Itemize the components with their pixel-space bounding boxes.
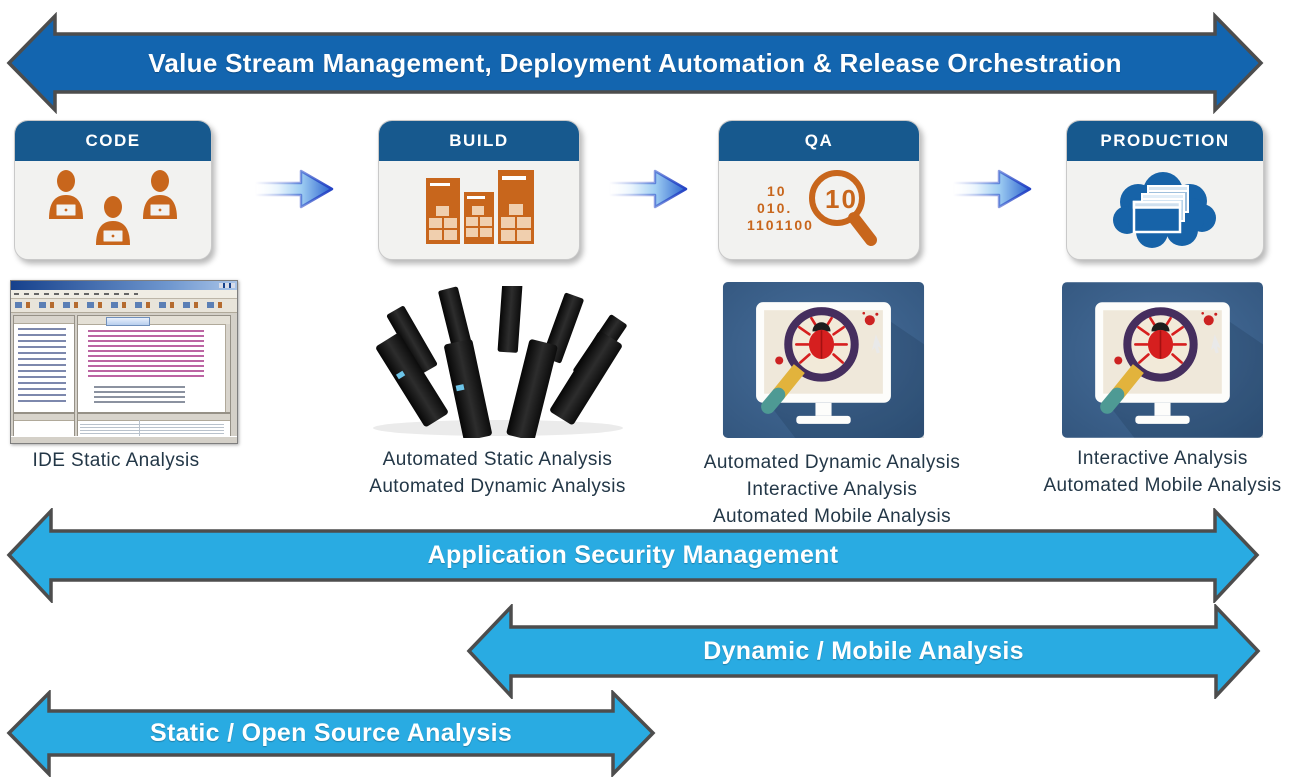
caption-line: Automated Dynamic Analysis	[369, 476, 626, 497]
caption-line: Automated Static Analysis	[382, 449, 613, 470]
value-stream-arrow: Value Stream Management, Deployment Auto…	[6, 12, 1264, 114]
qa-binary-line: 010.	[757, 200, 792, 216]
caption-line: Automated Mobile Analysis	[1043, 475, 1282, 496]
caption-line: Interactive Analysis	[1077, 448, 1248, 469]
dynamic-mobile-analysis-arrow: Dynamic / Mobile Analysis	[466, 604, 1261, 699]
arrow-right-icon	[253, 169, 334, 209]
production-cloud-icon	[1113, 171, 1216, 248]
server-cluster-image	[373, 286, 627, 438]
caption-line: Interactive Analysis	[746, 479, 918, 500]
static-open-source-analysis-arrow: Static / Open Source Analysis	[6, 690, 656, 777]
developers-icon	[49, 169, 177, 245]
application-security-management-arrow: Application Security Management	[6, 508, 1260, 603]
stage-title: BUILD	[449, 131, 509, 150]
double-arrow-shape	[6, 690, 656, 777]
arrow-right-icon	[951, 169, 1032, 209]
qa-binary-line: 1101100	[747, 217, 814, 233]
stage-card-code: CODE	[14, 120, 212, 260]
value-stream-arrow-label: Value Stream Management, Deployment Auto…	[148, 47, 1122, 78]
qa-lens-text: 10	[825, 184, 858, 214]
caption-line: Automated Dynamic Analysis	[703, 452, 961, 473]
application-security-management-label: Application Security Management	[427, 541, 839, 569]
stage-card-production: PRODUCTION	[1066, 120, 1264, 260]
dynamic-mobile-analysis-label: Dynamic / Mobile Analysis	[703, 637, 1024, 665]
stage-header-code: CODE	[15, 121, 211, 161]
stage-header-qa: QA	[719, 121, 919, 161]
static-open-source-analysis-label: Static / Open Source Analysis	[149, 719, 513, 747]
bug-scan-image	[722, 282, 925, 438]
caption-line: IDE Static Analysis	[32, 450, 200, 471]
caption-qa-column: Automated Dynamic Analysis Interactive A…	[677, 449, 987, 530]
stage-title: CODE	[85, 131, 141, 150]
stage-card-build: BUILD	[378, 120, 580, 260]
stage-header-production: PRODUCTION	[1067, 121, 1263, 161]
caption-code-column: IDE Static Analysis	[5, 447, 227, 474]
ide-screenshot-image	[10, 280, 238, 444]
stage-title: PRODUCTION	[1100, 131, 1230, 150]
double-arrow-shape	[466, 604, 1261, 699]
arrow-right-icon	[607, 169, 688, 209]
double-arrow-shape	[6, 508, 1260, 603]
caption-production-column: Interactive Analysis Automated Mobile An…	[1015, 445, 1302, 499]
double-arrow-shape	[6, 12, 1264, 114]
bug-scan-image	[1062, 282, 1263, 438]
build-servers-icon	[426, 169, 534, 244]
stage-header-build: BUILD	[379, 121, 579, 161]
stage-title: QA	[804, 131, 834, 150]
caption-line: Automated Mobile Analysis	[712, 506, 952, 527]
qa-binary-line: 10	[767, 183, 787, 199]
caption-build-column: Automated Static Analysis Automated Dyna…	[345, 446, 650, 500]
stage-card-qa: QA 10 010. 1101100 10	[718, 120, 920, 260]
qa-magnifier-icon: 10 010. 1101100 10	[747, 169, 877, 246]
